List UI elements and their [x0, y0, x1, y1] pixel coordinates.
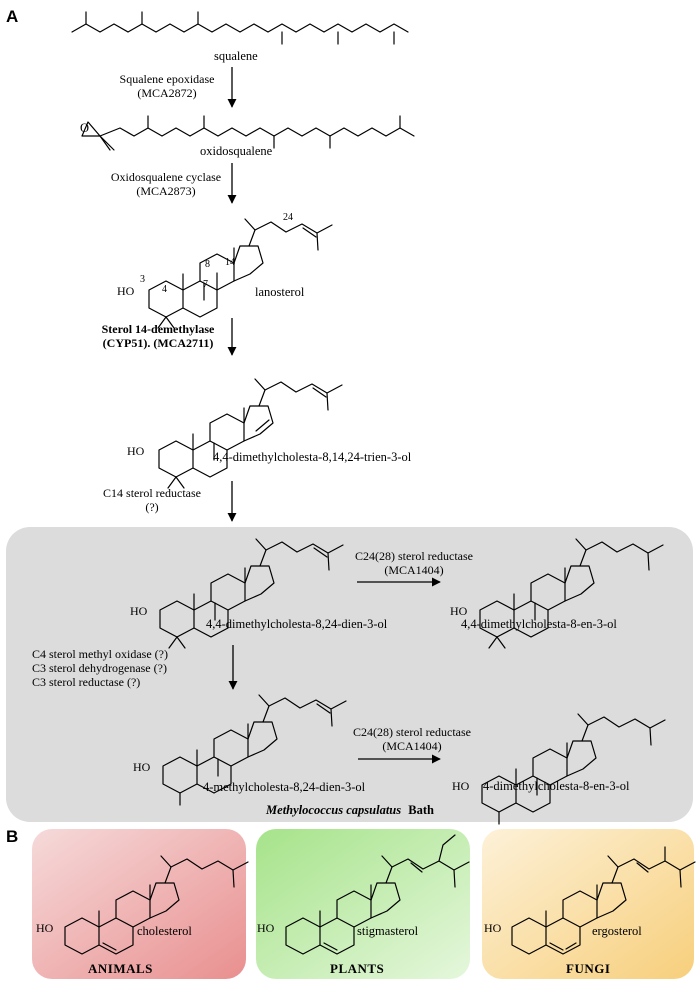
cholesterol-structure	[64, 855, 249, 955]
enzyme-cyp51: Sterol 14-demethylase	[102, 322, 215, 336]
label-dimethyl-dienol: 4,4-dimethylcholesta-8,24-dien-3-ol	[206, 617, 388, 631]
enzyme-squalene-epoxidase: Squalene epoxidase	[120, 72, 215, 86]
label-cholesterol: cholesterol	[137, 924, 192, 938]
enzyme-c24-reductase-2: C24(28) sterol reductase	[353, 725, 471, 739]
atom-ho-dimethyl-dienol: HO	[130, 604, 148, 618]
lanosterol-structure	[148, 218, 333, 329]
enzyme-c24-reductase-1-id: (MCA1404)	[384, 563, 443, 577]
methyl-enol-structure	[481, 713, 666, 825]
enzyme-c4-methyl-oxidase: C4 sterol methyl oxidase (?)	[32, 647, 168, 661]
enzyme-c14-reductase-id: (?)	[145, 500, 158, 514]
label-methyl-enol: 4-dimethylcholesta-8-en-3-ol	[483, 779, 630, 793]
atom-ho-cholesterol: HO	[36, 921, 54, 935]
locant-3: 3	[140, 274, 145, 285]
trienol-structure	[158, 378, 343, 489]
label-oxidosqualene: oxidosqualene	[200, 144, 273, 158]
label-trienol: 4,4-dimethylcholesta-8,14,24-trien-3-ol	[213, 450, 412, 464]
enzyme-cyp51-id: (CYP51). (MCA2711)	[103, 336, 214, 350]
label-stigmasterol: stigmasterol	[357, 924, 419, 938]
atom-ho-dimethyl-enol: HO	[450, 604, 468, 618]
panel-label-a: A	[6, 7, 18, 26]
enzyme-c24-reductase-1: C24(28) sterol reductase	[355, 549, 473, 563]
plants-box	[256, 829, 470, 979]
fungi-box	[482, 829, 694, 979]
enzyme-c3-reductase: C3 sterol reductase (?)	[32, 675, 140, 689]
locant-8: 8	[205, 259, 210, 270]
atom-ho-methyl-enol: HO	[452, 779, 470, 793]
organism-strain: Bath	[408, 803, 434, 817]
atom-ho-ergosterol: HO	[484, 921, 502, 935]
enzyme-squalene-epoxidase-id: (MCA2872)	[137, 86, 196, 100]
label-lanosterol: lanosterol	[255, 285, 305, 299]
label-ergosterol: ergosterol	[592, 924, 642, 938]
label-squalene: squalene	[214, 49, 258, 63]
enzyme-c3-dehydrogenase: C3 sterol dehydrogenase (?)	[32, 661, 167, 675]
enzyme-c24-reductase-2-id: (MCA1404)	[382, 739, 441, 753]
ergosterol-structure	[511, 846, 696, 955]
atom-o-epoxide: O	[80, 121, 89, 135]
dimethyl-enol-structure	[479, 538, 664, 649]
atom-ho-methyl-dienol: HO	[133, 760, 151, 774]
label-animals: ANIMALS	[88, 961, 153, 976]
atom-ho-stigmasterol: HO	[257, 921, 275, 935]
squalene-structure	[71, 11, 409, 45]
organism-genus: Methylococcus capsulatus	[265, 803, 401, 817]
label-fungi: FUNGI	[566, 961, 610, 976]
enzyme-oxidosqualene-cyclase-id: (MCA2873)	[136, 184, 195, 198]
label-plants: PLANTS	[330, 961, 384, 976]
enzyme-c14-reductase: C14 sterol reductase	[103, 486, 201, 500]
dimethyl-dienol-structure	[159, 538, 344, 649]
atom-ho-lanosterol: HO	[117, 284, 135, 298]
panel-label-b: B	[6, 827, 18, 846]
animals-box	[32, 829, 246, 979]
label-methyl-dienol: 4-methylcholesta-8,24-dien-3-ol	[203, 780, 366, 794]
locant-14: 14	[225, 257, 235, 268]
locant-4: 4	[162, 284, 167, 295]
stigmasterol-structure	[285, 834, 470, 955]
methyl-dienol-structure	[162, 694, 347, 806]
label-dimethyl-enol: 4,4-dimethylcholesta-8-en-3-ol	[461, 617, 617, 631]
atom-ho-trienol: HO	[127, 444, 145, 458]
oxidosqualene-structure	[81, 115, 415, 151]
organism-caption: Methylococcus capsulatus Bath	[265, 803, 434, 817]
enzyme-oxidosqualene-cyclase: Oxidosqualene cyclase	[111, 170, 221, 184]
locant-24: 24	[283, 212, 293, 223]
locant-7: 7	[203, 279, 208, 290]
